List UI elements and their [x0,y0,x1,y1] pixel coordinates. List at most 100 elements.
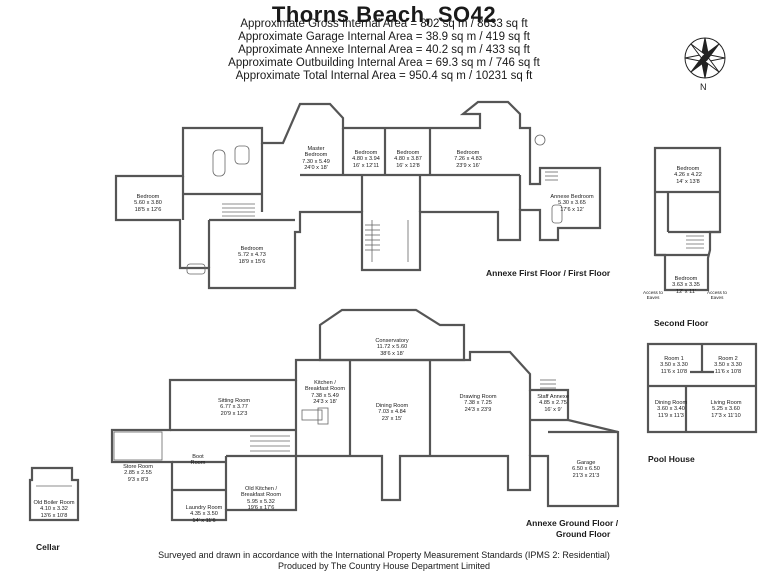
room-boot: Boot Room [186,454,210,467]
compass-icon [684,37,726,79]
floor-label-first: Annexe First Floor / First Floor [486,268,611,278]
eaves-text: Access to [707,290,727,295]
room-name: Dining Room [654,400,688,406]
room-name: Drawing Room [459,394,497,400]
room-dim-metric: 2.85 x 2.55 [124,470,152,477]
floor-label-pool-house: Pool House [648,454,695,464]
room-dim-metric: 4.35 x 3.50 [190,511,218,518]
room-dim-imperial: 38'6 x 18' [380,350,404,357]
room-name: Store Room [123,464,153,470]
room-old-boiler: Old Boiler Room 4.10 x 3.32 13'6 x 10'8 [30,500,78,519]
room-dim-metric: 5.95 x 5.32 [247,498,275,505]
room-staff-annexe: Staff Annexe 4.85 x 2.75 16' x 9' [536,394,570,413]
room-name: Sitting Room [217,398,251,404]
room-dim-metric: 6.50 x 6.50 [572,466,600,473]
room-dim-imperial: 24'3 x 23'9 [464,406,492,413]
eaves-text: Eaves [710,295,724,301]
room-dim-metric: 5.25 x 3.60 [712,406,740,413]
outbuilding-area-text: Approximate Outbuilding Internal Area = … [228,57,540,69]
room-dim-imperial: 14' x 11'6 [192,517,216,524]
room-kitchen-breakfast: Kitchen / Breakfast Room 7.38 x 5.49 24'… [302,380,348,405]
eaves-text: Access to [643,290,663,295]
room-annexe-bedroom: Annexe Bedroom 5.30 x 3.65 17'6 x 12' [548,194,596,213]
room-dim-imperial: 19'6 x 17'6 [247,504,275,511]
room-master-bedroom: Master Bedroom 7.30 x 5.49 24'0 x 18' [296,146,336,171]
room-name: Old Boiler Room [33,500,75,506]
room-dim-imperial: 21'3 x 21'3 [572,472,600,479]
room-bedroom-left: Bedroom 5.60 x 3.80 18'5 x 12'6 [128,194,168,213]
annexe-area-text: Approximate Annexe Internal Area = 40.2 … [238,44,530,56]
room-conservatory: Conservatory 11.72 x 5.60 38'6 x 18' [370,338,414,357]
room-dim-metric: 4.10 x 3.32 [40,506,68,513]
room-pool-dining: Dining Room 3.60 x 3.40 11'9 x 11'3 [654,400,688,419]
cellar-plan [28,466,80,522]
floor-label-ground-1: Annexe Ground Floor / [526,518,619,528]
room-garage: Garage 6.50 x 6.50 21'3 x 21'3 [566,460,606,479]
room-dim-imperial: 20'9 x 12'3 [220,410,248,417]
room-name: Conservatory [375,338,409,344]
room-dim-metric: 4.26 x 4.22 [674,172,702,179]
room-dim-imperial: 24'3 x 18' [313,398,337,405]
compass-north-label: N [700,82,707,92]
room-dim-metric: 6.77 x 3.77 [220,404,248,411]
room-name: Bedroom [674,276,698,282]
eaves-access-left: Access to Eaves [640,290,666,300]
room-second-bedroom-top: Bedroom 4.26 x 4.22 14' x 13'8 [668,166,708,185]
room-dim-metric: 7.03 x 4.84 [378,409,406,416]
room-dim-metric: 3.50 x 3.30 [714,362,742,369]
room-name: Bedroom [354,150,378,156]
room-dim-imperial: 14' x 13'8 [676,178,700,185]
first-floor-plan [114,100,602,290]
room-dining: Dining Room 7.03 x 4.84 23' x 15' [370,403,414,422]
room-name: Boot [192,454,204,460]
floor-label-second: Second Floor [654,318,709,328]
room-dim-metric: 5.72 x 4.73 [238,252,266,259]
room-name: Room 2 [718,356,738,362]
room-second-bedroom-bottom: Bedroom 3.63 x 3.35 12' x 11' [668,276,704,295]
room-bedroom-a: Bedroom 4.80 x 3.94 16' x 12'11 [348,150,384,169]
room-dim-imperial: 16' x 12'8 [396,162,420,169]
room-dim-metric: 7.38 x 7.25 [464,400,492,407]
room-dim-imperial: 18'9 x 15'6 [238,258,266,265]
room-dim-imperial: 9'3 x 8'3 [127,476,149,483]
room-dim-metric: 3.60 x 3.40 [657,406,685,413]
room-dim-imperial: 18'5 x 12'6 [134,206,162,213]
room-dim-metric: 5.60 x 3.80 [134,200,162,207]
room-dim-metric: 3.63 x 3.35 [672,282,700,289]
room-sitting: Sitting Room 6.77 x 3.77 20'9 x 12'3 [212,398,256,417]
room-name: Bedroom [136,194,160,200]
garage-area-text: Approximate Garage Internal Area = 38.9 … [238,31,530,43]
room-name: Annexe Bedroom [550,194,594,200]
room-pool-room-2: Room 2 3.50 x 3.30 11'6 x 10'8 [708,356,748,375]
room-bedroom-mid: Bedroom 5.72 x 4.73 18'9 x 15'6 [232,246,272,265]
room-dim-imperial: 16' x 9' [544,406,562,413]
total-area-text: Approximate Total Internal Area = 950.4 … [235,70,533,82]
room-drawing: Drawing Room 7.38 x 7.25 24'3 x 23'9 [456,394,500,413]
room-dim-imperial: 17'6 x 12' [560,206,584,213]
ground-floor-plan [110,308,620,522]
room-laundry: Laundry Room 4.35 x 3.50 14' x 11'6 [180,505,228,524]
room-name: Kitchen / [314,380,336,386]
page-title: Thorns Beach, SO42 [271,2,497,27]
room-name: Bedroom [456,150,480,156]
room-name: Dining Room [375,403,409,409]
room-dim-imperial: 11'6 x 10'8 [714,368,742,375]
room-name: Living Room [710,400,742,406]
room-name: Old Kitchen / [244,486,278,492]
room-dim-metric: 7.26 x 4.83 [454,156,482,163]
floor-label-cellar: Cellar [36,542,60,552]
room-name: Laundry Room [185,505,223,511]
room-bedroom-c: Bedroom 7.26 x 4.83 23'9 x 16' [448,150,488,169]
room-dim-imperial: 13'6 x 10'8 [40,512,68,519]
room-bedroom-b: Bedroom 4.80 x 3.87 16' x 12'8 [390,150,426,169]
room-name: Bedroom [240,246,264,252]
room-dim-imperial: 12' x 11' [675,288,697,295]
eaves-access-right: Access to Eaves [704,290,730,300]
pool-house-plan [646,342,758,434]
room-dim-imperial: 24'0 x 18' [304,164,328,171]
room-name: Room 1 [664,356,684,362]
room-dim-metric: 7.30 x 5.49 [302,158,330,165]
room-pool-room-1: Room 1 3.50 x 3.30 11'6 x 10'8 [654,356,694,375]
room-dim-metric: 4.80 x 3.87 [394,156,422,163]
